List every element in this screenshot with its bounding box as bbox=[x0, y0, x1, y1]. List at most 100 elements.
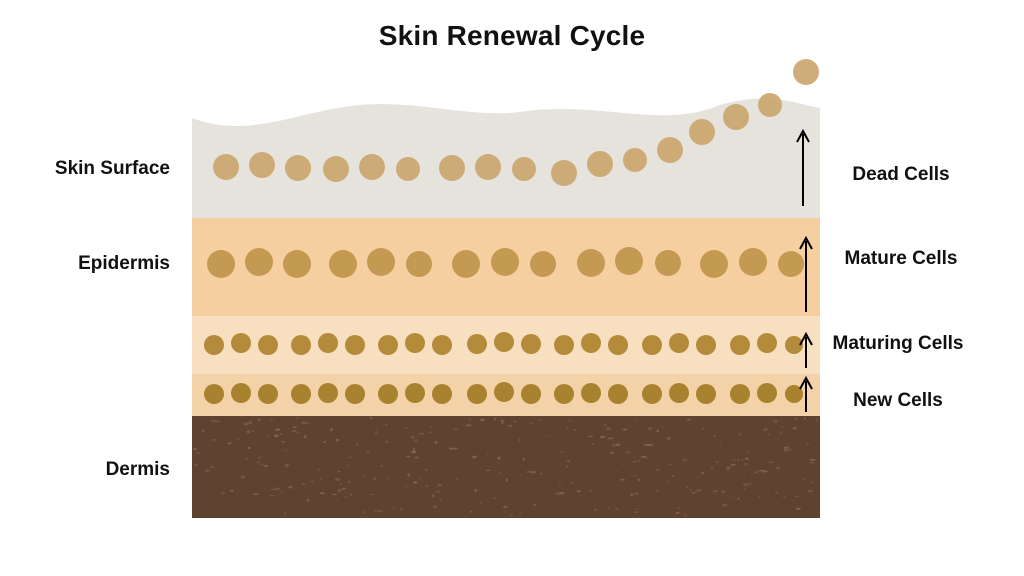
dead-cell bbox=[793, 59, 819, 85]
dead-cell bbox=[723, 104, 749, 130]
dermis-speckle bbox=[794, 495, 800, 497]
dermis-speckle bbox=[788, 448, 792, 451]
dermis-speckle bbox=[803, 478, 806, 480]
dermis-speckle bbox=[210, 439, 217, 441]
new-cell bbox=[669, 383, 689, 403]
dermis-speckle bbox=[498, 472, 502, 474]
dermis-speckle bbox=[576, 490, 581, 493]
new-cell bbox=[204, 384, 224, 404]
maturing-cell bbox=[204, 335, 224, 355]
dermis-speckle bbox=[337, 489, 341, 492]
dermis-speckle bbox=[210, 465, 214, 468]
dermis-speckle bbox=[407, 473, 411, 477]
maturing-cells-group bbox=[204, 332, 803, 355]
dermis-speckle bbox=[675, 511, 680, 514]
maturing-cell bbox=[785, 336, 803, 354]
label-maturing-cells: Maturing Cells bbox=[832, 333, 964, 354]
dermis-speckle bbox=[710, 465, 714, 469]
new-cell bbox=[785, 385, 803, 403]
dermis-speckle bbox=[480, 501, 483, 504]
dermis-speckle bbox=[507, 424, 513, 427]
dermis-speckle bbox=[418, 432, 425, 435]
dermis-speckle bbox=[372, 477, 377, 480]
dead-cells-group bbox=[213, 59, 819, 186]
dermis-speckle bbox=[380, 465, 384, 467]
dermis-speckle bbox=[201, 429, 205, 432]
dermis-speckle bbox=[414, 439, 418, 442]
dermis-speckle bbox=[540, 472, 543, 475]
dermis-speckle bbox=[428, 431, 432, 434]
dermis-speckle bbox=[732, 459, 736, 461]
dermis-speckle bbox=[258, 418, 261, 421]
dermis-speckle bbox=[406, 455, 411, 458]
dermis-speckle bbox=[719, 444, 722, 447]
dermis-speckle bbox=[291, 429, 297, 433]
dermis-speckle bbox=[366, 450, 370, 453]
dermis-speckle bbox=[493, 497, 496, 499]
dermis-speckle bbox=[566, 465, 569, 468]
dermis-speckle bbox=[345, 496, 348, 498]
dermis-speckle bbox=[779, 432, 783, 434]
dermis-speckle bbox=[816, 418, 818, 421]
dermis-speckle bbox=[737, 458, 740, 461]
dermis-speckle bbox=[666, 437, 671, 440]
dermis-speckle bbox=[744, 457, 749, 460]
dermis-speckle bbox=[305, 422, 311, 424]
dermis-speckle bbox=[635, 508, 639, 510]
dermis-speckle bbox=[302, 482, 305, 486]
dermis-speckle bbox=[566, 427, 569, 430]
dermis-speckle bbox=[806, 442, 809, 446]
dermis-speckle bbox=[684, 514, 687, 517]
dermis-speckle bbox=[281, 441, 286, 443]
dermis-speckle bbox=[493, 417, 497, 421]
dermis-speckle bbox=[386, 477, 389, 480]
dermis-speckle bbox=[405, 484, 408, 488]
dermis-speckle bbox=[809, 461, 815, 464]
dermis-speckle bbox=[230, 489, 234, 492]
dermis-speckle bbox=[666, 481, 669, 483]
dermis-speckle bbox=[803, 417, 806, 420]
dermis-layer bbox=[192, 416, 820, 518]
dermis-speckle bbox=[591, 443, 595, 445]
dermis-speckle bbox=[258, 456, 261, 459]
dermis-speckle bbox=[748, 482, 752, 486]
dead-cell bbox=[285, 155, 311, 181]
dermis-speckle bbox=[615, 507, 618, 511]
dermis-speckle bbox=[323, 441, 327, 443]
dermis-speckle bbox=[471, 455, 477, 459]
dermis-speckle bbox=[696, 489, 702, 492]
mature-cell bbox=[491, 248, 519, 276]
dermis-speckle bbox=[807, 489, 814, 493]
dermis-speckle bbox=[558, 482, 562, 484]
dermis-speckle bbox=[285, 465, 288, 468]
dermis-speckle bbox=[612, 444, 615, 447]
dermis-speckle bbox=[294, 417, 299, 419]
dermis-speckle bbox=[275, 428, 281, 432]
dermis-speckle bbox=[783, 449, 789, 452]
dermis-speckle bbox=[474, 489, 478, 492]
dermis-speckle bbox=[646, 457, 649, 460]
label-new-cells: New Cells bbox=[853, 390, 943, 411]
dermis-speckle bbox=[630, 493, 633, 497]
new-cell bbox=[378, 384, 398, 404]
dermis-speckle bbox=[713, 434, 716, 438]
maturing-cell bbox=[378, 335, 398, 355]
mature-cell bbox=[615, 247, 643, 275]
dermis-speckle bbox=[747, 451, 750, 453]
dermis-speckle bbox=[284, 463, 290, 466]
dermis-speckle bbox=[306, 499, 310, 502]
mature-cell bbox=[739, 248, 767, 276]
mature-cell bbox=[452, 250, 480, 278]
dead-cell bbox=[213, 154, 239, 180]
dermis-speckle bbox=[604, 424, 606, 427]
dermis-speckle bbox=[758, 495, 761, 498]
mature-cell bbox=[245, 248, 273, 276]
dermis-speckle bbox=[362, 475, 364, 477]
dermis-speckle bbox=[712, 490, 718, 493]
dermis-speckle bbox=[685, 486, 689, 489]
dermis-speckle bbox=[485, 469, 491, 472]
dead-cell bbox=[512, 157, 536, 181]
dermis-speckle bbox=[702, 428, 705, 430]
dermis-speckle bbox=[456, 478, 459, 480]
dermis-speckle bbox=[355, 443, 359, 446]
